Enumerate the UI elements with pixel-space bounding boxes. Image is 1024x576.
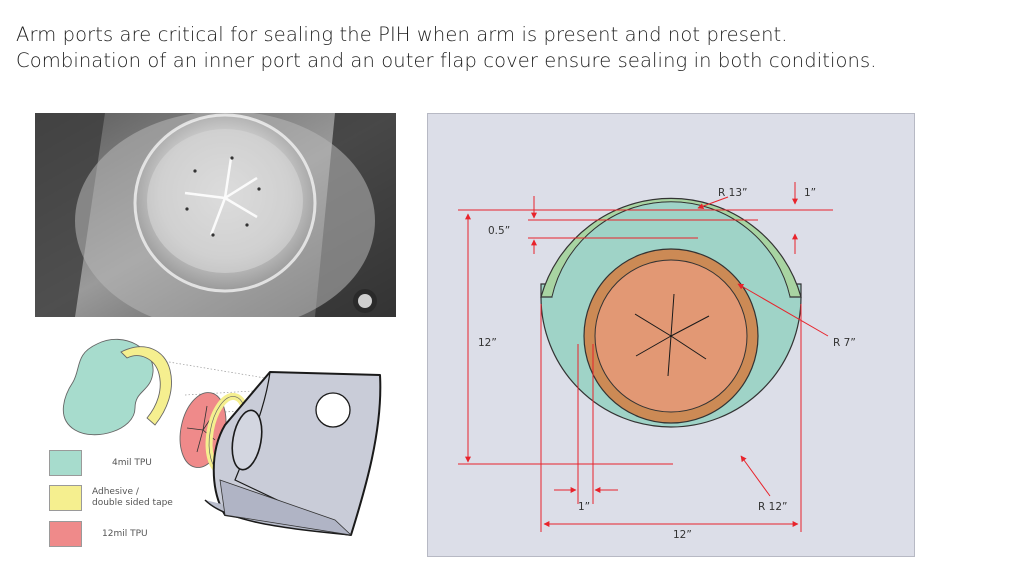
dim-r13: R 13” bbox=[718, 187, 747, 199]
legend-swatch-12mil bbox=[49, 521, 82, 547]
title-line-2: Combination of an inner port and an oute… bbox=[16, 49, 877, 72]
exploded-view: 4mil TPU Adhesive / double sided tape 12… bbox=[35, 330, 405, 555]
dim-twelve-bottom: 12” bbox=[673, 529, 692, 541]
legend-item-adhesive: Adhesive / double sided tape bbox=[49, 485, 173, 511]
port-hole bbox=[315, 392, 351, 428]
dim-one-top: 1” bbox=[804, 187, 816, 199]
dim-r7: R 7” bbox=[833, 337, 856, 349]
dim-r12: R 12” bbox=[758, 501, 787, 513]
legend-label-12mil: 12mil TPU bbox=[102, 528, 148, 539]
adhesive-arc bbox=[120, 346, 172, 426]
arm-port-photo bbox=[35, 113, 396, 317]
title-line-1: Arm ports are critical for sealing the P… bbox=[16, 23, 788, 46]
dim-one-bottom: 1” bbox=[578, 501, 590, 513]
legend-swatch-4mil bbox=[49, 450, 82, 476]
slide-title: Arm ports are critical for sealing the P… bbox=[16, 22, 1006, 74]
legend-label-adhesive: Adhesive / double sided tape bbox=[92, 487, 173, 508]
arm-port-schematic: R 13” 1” 0.5” 12” R 7” 1” R 12” 12” bbox=[427, 113, 915, 557]
legend-label-4mil: 4mil TPU bbox=[112, 457, 152, 468]
port-slits bbox=[634, 293, 710, 377]
dim-half: 0.5” bbox=[488, 225, 510, 237]
legend-item-4mil: 4mil TPU bbox=[49, 450, 152, 476]
legend-swatch-adhesive bbox=[49, 485, 82, 511]
legend-item-12mil: 12mil TPU bbox=[49, 521, 148, 547]
dim-twelve-left: 12” bbox=[478, 337, 497, 349]
